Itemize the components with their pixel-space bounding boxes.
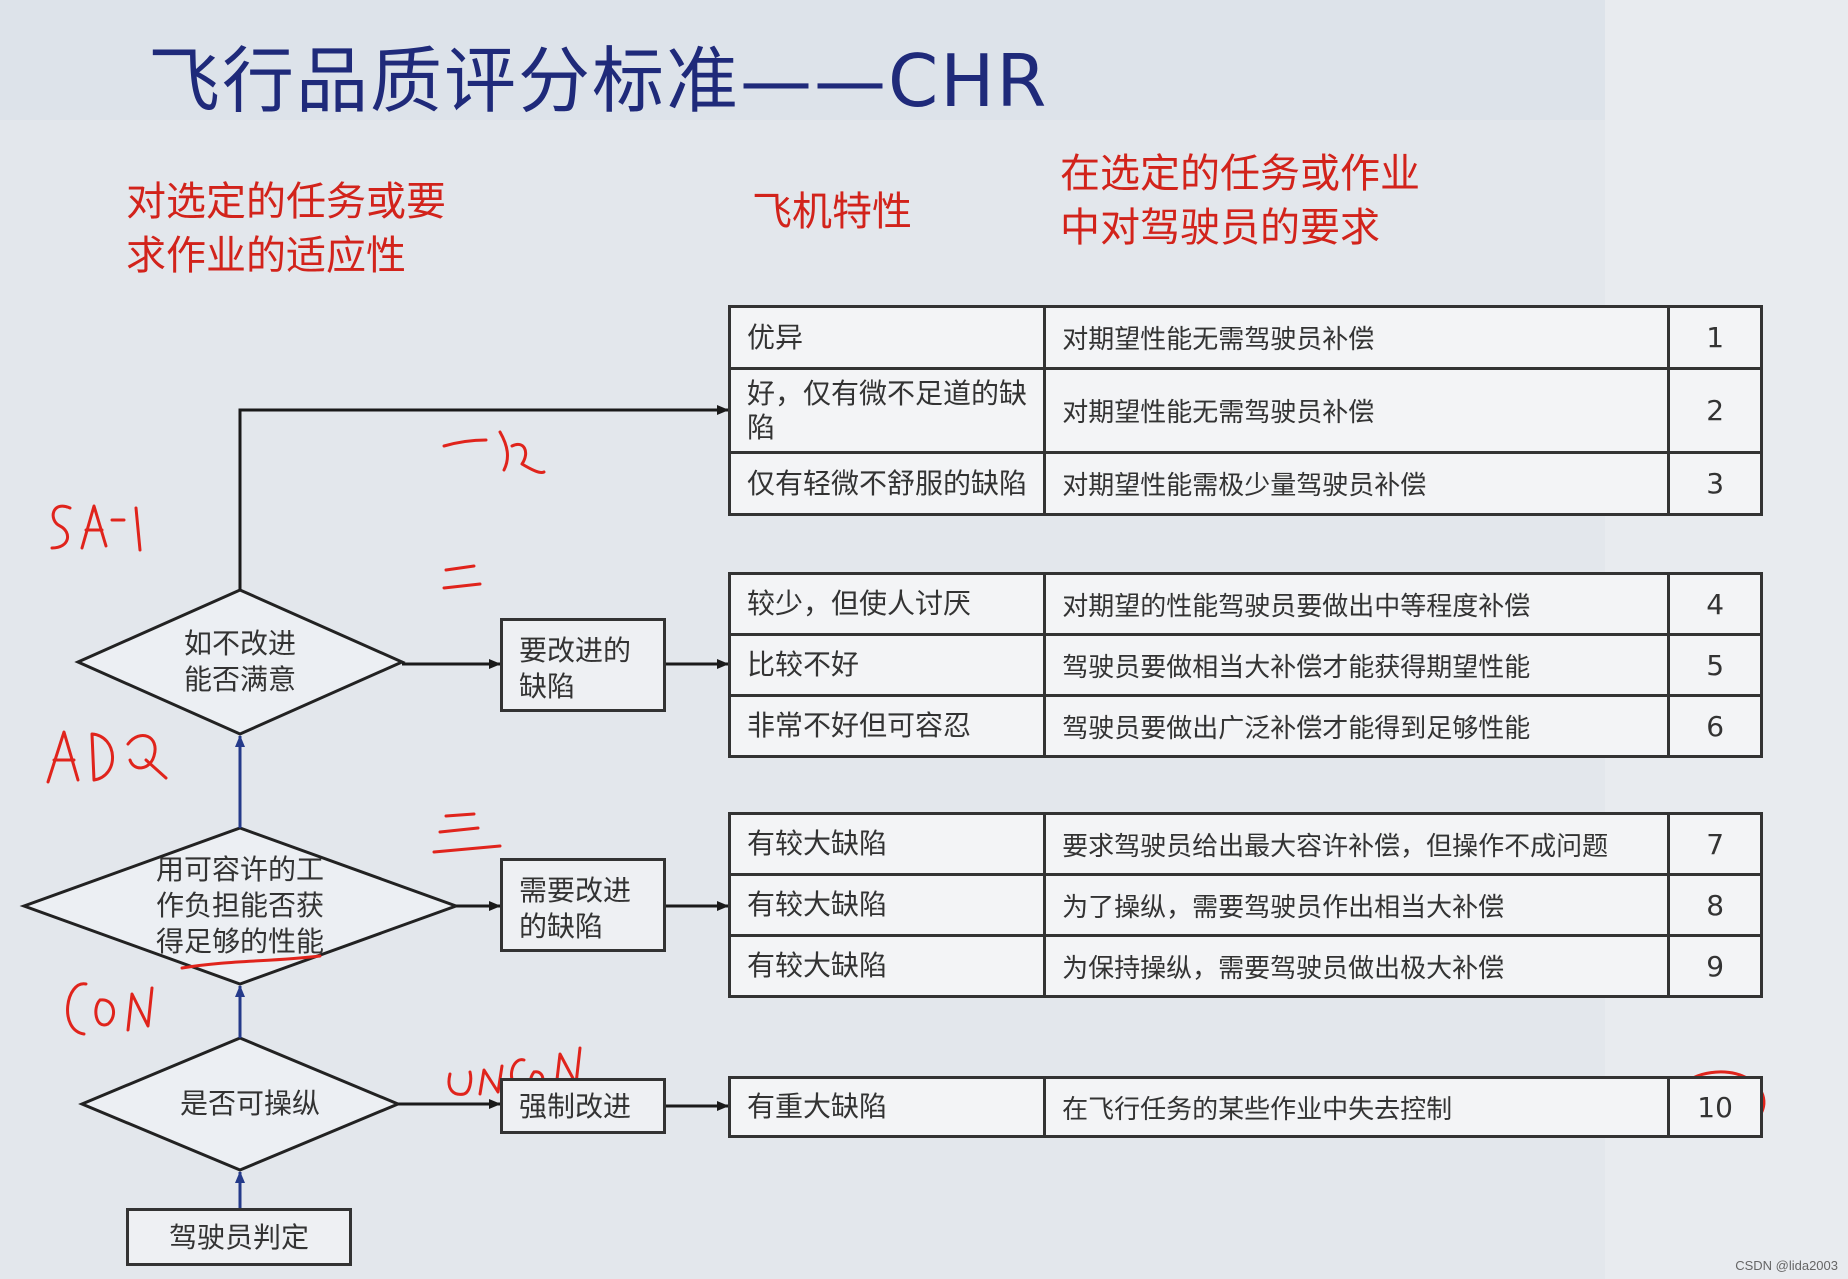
diamond-adequate-line1: 用可容许的工 <box>155 853 324 886</box>
rating-table-level1: 优异 对期望性能无需驾驶员补偿 1 好，仅有微不足道的缺陷 对期望性能无需驾驶员… <box>727 305 1763 516</box>
page-title: 飞行品质评分标准——CHR <box>148 39 1049 123</box>
annotation-sa1 <box>50 504 142 552</box>
demand-cell: 驾驶员要做出广泛补偿才能得到足够性能 <box>1043 694 1671 758</box>
table-row: 优异 对期望性能无需驾驶员补偿 1 <box>727 305 1763 370</box>
diamond-satisfactory-line2: 能否满意 <box>183 663 296 696</box>
rating-cell: 2 <box>1667 367 1763 454</box>
demand-cell: 对期望性能无需驾驶员补偿 <box>1043 367 1671 454</box>
box-improvement-mandatory-line1: 强制改进 <box>519 1090 632 1123</box>
rating-cell: 4 <box>1667 572 1763 636</box>
demand-cell: 要求驾驶员给出最大容许补偿，但操作不成问题 <box>1043 812 1671 876</box>
box-improvement-mandatory: 强制改进 <box>500 1078 666 1134</box>
demand-cell: 为了操纵，需要驾驶员作出相当大补偿 <box>1043 873 1671 937</box>
table-row: 较少，但使人讨厌 对期望的性能驾驶员要做出中等程度补偿 4 <box>727 572 1763 636</box>
demand-cell: 对期望性能无需驾驶员补偿 <box>1043 305 1671 370</box>
rating-cell: 7 <box>1667 812 1763 876</box>
annotation-underline <box>180 954 322 970</box>
annotation-level1 <box>442 430 546 474</box>
rating-cell: 6 <box>1667 694 1763 758</box>
box-improvement-warranted-line2: 缺陷 <box>519 670 576 703</box>
rating-cell: 5 <box>1667 633 1763 697</box>
diamond-controllable-label: 是否可操纵 <box>150 1086 350 1122</box>
characteristic-cell: 有较大缺陷 <box>727 812 1047 876</box>
characteristic-cell: 比较不好 <box>727 633 1047 697</box>
diamond-satisfactory-line1: 如不改进 <box>183 627 296 660</box>
table-row: 比较不好 驾驶员要做相当大补偿才能获得期望性能 5 <box>727 633 1763 697</box>
box-pilot-decision: 驾驶员判定 <box>126 1208 352 1266</box>
table-row: 非常不好但可容忍 驾驶员要做出广泛补偿才能得到足够性能 6 <box>727 694 1763 758</box>
header-aircraft-characteristics: 飞机特性 <box>752 189 912 235</box>
diamond-satisfactory-decision <box>74 588 406 736</box>
rating-table-level3: 有较大缺陷 要求驾驶员给出最大容许补偿，但操作不成问题 7 有较大缺陷 为了操纵… <box>727 812 1763 998</box>
table-row: 仅有轻微不舒服的缺陷 对期望性能需极少量驾驶员补偿 3 <box>727 451 1763 516</box>
characteristic-cell: 有较大缺陷 <box>727 873 1047 937</box>
demand-cell: 驾驶员要做相当大补偿才能获得期望性能 <box>1043 633 1671 697</box>
characteristic-cell: 较少，但使人讨厌 <box>727 572 1047 636</box>
arrow-to-level1 <box>238 405 729 590</box>
characteristic-cell: 好，仅有微不足道的缺陷 <box>727 367 1047 454</box>
rating-cell: 10 <box>1667 1076 1763 1138</box>
characteristic-cell: 优异 <box>727 305 1047 370</box>
demand-cell: 在飞行任务的某些作业中失去控制 <box>1043 1076 1671 1138</box>
annotation-uncon <box>447 1046 582 1096</box>
annotation-level2 <box>442 564 482 590</box>
characteristic-cell: 有较大缺陷 <box>727 934 1047 998</box>
table-row: 有较大缺陷 为保持操纵，需要驾驶员做出极大补偿 9 <box>727 934 1763 998</box>
diamond-adequate-line3: 得足够的性能 <box>155 925 324 958</box>
diamond-adequate-label: 用可容许的工 作负担能否获 得足够的性能 <box>120 852 360 960</box>
header-suitability-line1: 对选定的任务或要 <box>126 179 446 225</box>
rating-cell: 9 <box>1667 934 1763 998</box>
demand-cell: 对期望性能需极少量驾驶员补偿 <box>1043 451 1671 516</box>
box-improvement-required-line1: 需要改进 <box>519 874 632 907</box>
table-row: 有较大缺陷 要求驾驶员给出最大容许补偿，但操作不成问题 7 <box>727 812 1763 876</box>
rating-cell: 3 <box>1667 451 1763 516</box>
table-row: 好，仅有微不足道的缺陷 对期望性能无需驾驶员补偿 2 <box>727 367 1763 454</box>
rating-table-level2: 较少，但使人讨厌 对期望的性能驾驶员要做出中等程度补偿 4 比较不好 驾驶员要做… <box>727 572 1763 758</box>
demand-cell: 为保持操纵，需要驾驶员做出极大补偿 <box>1043 934 1671 998</box>
demand-cell: 对期望的性能驾驶员要做出中等程度补偿 <box>1043 572 1671 636</box>
header-suitability-line2: 求作业的适应性 <box>126 233 406 279</box>
characteristic-cell: 仅有轻微不舒服的缺陷 <box>727 451 1047 516</box>
rating-table-uncontrollable: 有重大缺陷 在飞行任务的某些作业中失去控制 10 <box>727 1076 1763 1138</box>
title-band <box>0 0 1605 120</box>
diamond-satisfactory-label: 如不改进 能否满意 <box>140 626 340 698</box>
header-pilot-demands-line1: 在选定的任务或作业 <box>1060 151 1420 197</box>
box-improvement-warranted-line1: 要改进的 <box>519 634 632 667</box>
rating-cell: 8 <box>1667 873 1763 937</box>
annotation-adq <box>46 730 168 784</box>
header-pilot-demands-line2: 中对驾驶员的要求 <box>1060 205 1380 251</box>
table-row: 有重大缺陷 在飞行任务的某些作业中失去控制 10 <box>727 1076 1763 1138</box>
header-suitability: 对选定的任务或要 求作业的适应性 <box>126 175 446 283</box>
annotation-level3 <box>432 812 502 854</box>
box-improvement-required-line2: 的缺陷 <box>519 910 604 943</box>
box-improvement-warranted: 要改进的 缺陷 <box>500 618 666 712</box>
characteristic-cell: 有重大缺陷 <box>727 1076 1047 1138</box>
diamond-adequate-line2: 作负担能否获 <box>155 889 324 922</box>
diamond-controllable-line1: 是否可操纵 <box>179 1087 320 1120</box>
characteristic-cell: 非常不好但可容忍 <box>727 694 1047 758</box>
watermark: CSDN @lida2003 <box>1735 1258 1838 1273</box>
annotation-con <box>66 982 154 1036</box>
table-row: 有较大缺陷 为了操纵，需要驾驶员作出相当大补偿 8 <box>727 873 1763 937</box>
rating-cell: 1 <box>1667 305 1763 370</box>
box-improvement-required: 需要改进 的缺陷 <box>500 858 666 952</box>
header-pilot-demands: 在选定的任务或作业 中对驾驶员的要求 <box>1060 147 1420 255</box>
